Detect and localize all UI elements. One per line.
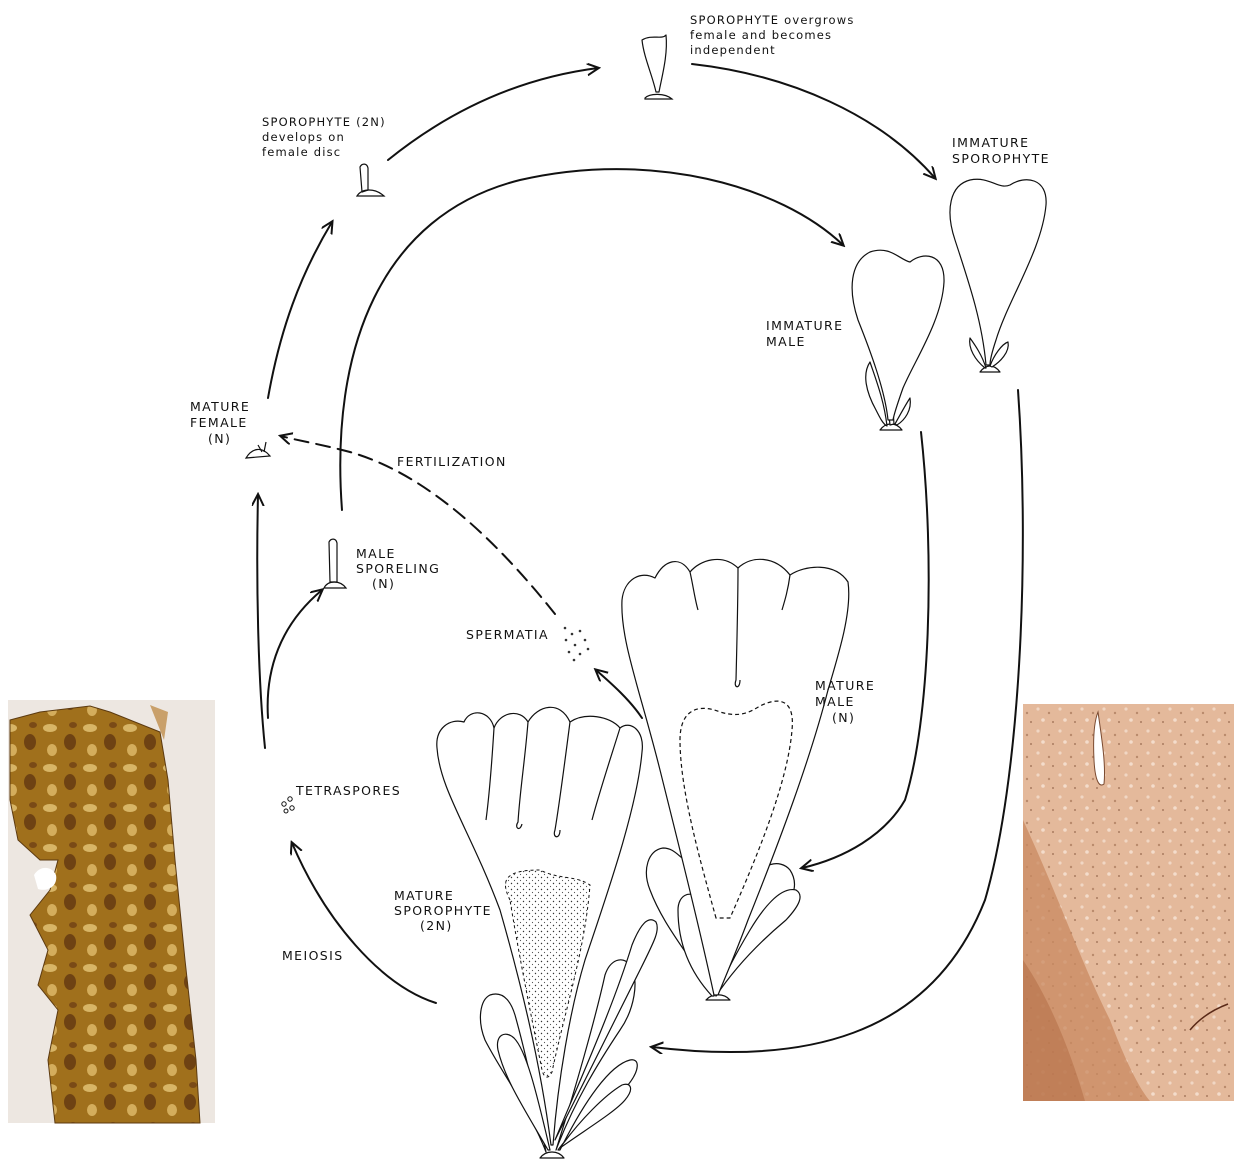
meiosis-label: MEIOSIS	[282, 948, 344, 963]
sporophyte-overgrows-drawing	[642, 35, 672, 99]
male-sporeling-label: MALE SPORELING (N)	[356, 546, 446, 591]
mature-sporophyte-label: MATURE SPOROPHYTE (2N)	[394, 888, 497, 933]
immature-sporophyte-drawing	[950, 179, 1046, 372]
arrow-overgrows-to-immature-sporophyte	[692, 64, 935, 178]
mature-sporophyte-drawing	[437, 707, 658, 1158]
right-photo	[1023, 704, 1234, 1101]
spermatia-dots	[564, 627, 590, 662]
arrow-tetraspores-to-male-sporeling	[268, 590, 322, 718]
mature-male-label: MATURE MALE (N)	[815, 678, 881, 725]
immature-sporophyte-label: IMMATURE SPOROPHYTE	[952, 135, 1050, 166]
sporophyte-develops-label: SPOROPHYTE (2N) develops on female disc	[262, 115, 391, 159]
sporophyte-develops-drawing	[357, 164, 384, 196]
tetraspores-label: TETRASPORES	[295, 783, 401, 798]
arrow-sporophyte-develops-to-overgrows	[388, 68, 598, 160]
tetraspores-dots	[282, 797, 294, 813]
immature-male-drawing	[852, 250, 944, 430]
male-sporeling-drawing	[324, 539, 346, 588]
mature-female-drawing	[246, 442, 270, 458]
mature-female-label: MATURE FEMALE (N)	[190, 399, 256, 446]
arrow-meiosis-to-tetraspores	[292, 843, 436, 1003]
left-photo	[8, 700, 215, 1123]
spermatia-label: SPERMATIA	[466, 627, 549, 642]
immature-male-label: IMMATURE MALE	[766, 318, 849, 349]
arrow-mature-female-to-sporophyte-develops	[268, 222, 332, 398]
sporophyte-overgrows-label: SPOROPHYTE overgrows female and becomes …	[690, 13, 859, 57]
fertilization-label: FERTILIZATION	[397, 454, 507, 469]
arrow-tetraspores-to-mature-female	[257, 495, 265, 748]
